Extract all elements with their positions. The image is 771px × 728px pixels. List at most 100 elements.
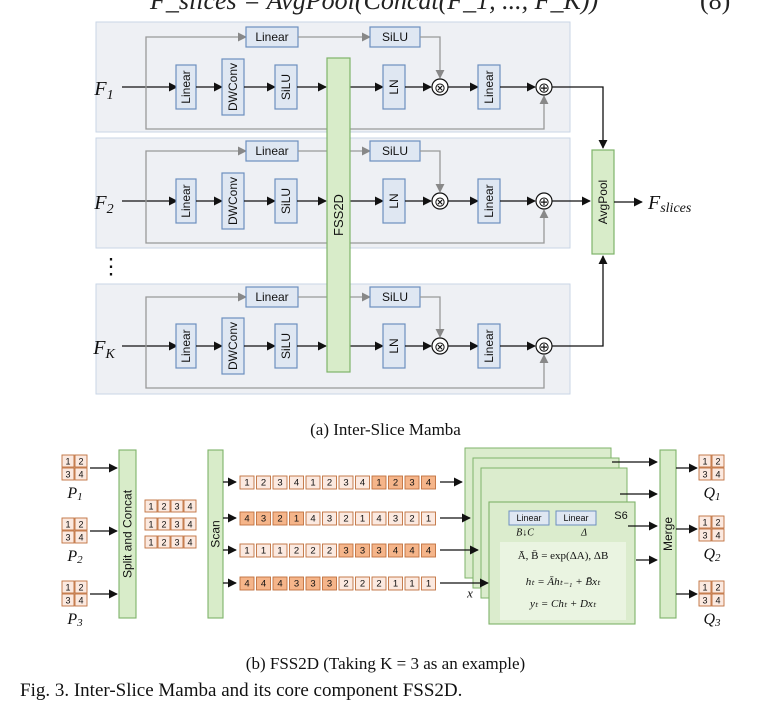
- sequence-cell: [404, 511, 420, 526]
- silu-top-block-label: SiLU: [382, 30, 408, 44]
- input-patch-label: P2: [66, 548, 83, 567]
- row-ellipsis: ⋮: [100, 254, 122, 279]
- s6-bc-label: B↓C: [516, 528, 534, 539]
- slice-input-label: FK: [92, 337, 115, 362]
- sequence-cell-value: 2: [376, 579, 381, 590]
- sequence-cell: [256, 511, 271, 526]
- gate-to-mul: [420, 296, 445, 338]
- concat-cell: [144, 535, 158, 549]
- linear-top-block-label: Linear: [255, 144, 288, 158]
- sequence-cell: [404, 543, 420, 558]
- sequence-cell-value: 1: [261, 546, 266, 557]
- sequence-cell: [305, 511, 321, 526]
- gate-to-mul: [420, 150, 445, 193]
- sequence-cell: [322, 475, 337, 490]
- sequence-cell: [256, 543, 271, 558]
- sequence-cell: [388, 576, 403, 591]
- add-op-symbol: ⊕: [538, 80, 550, 96]
- sequence-cell-value: 2: [360, 579, 365, 590]
- sequence-cell-value: 2: [327, 546, 332, 557]
- grid-cell: [61, 454, 75, 468]
- multiply-op-symbol: ⊗: [434, 339, 446, 355]
- grid-cell: [711, 593, 725, 607]
- slice-input-label: F2: [93, 192, 113, 217]
- top-equation: F_slices = AvgPool(Concat(F_1, ..., F_K)…: [150, 0, 599, 15]
- figure-caption: Fig. 3. Inter-Slice Mamba and its core c…: [20, 680, 463, 701]
- add-op-symbol: ⊕: [538, 339, 550, 355]
- sequence-cell: [256, 475, 271, 490]
- sequence-cell: [305, 576, 321, 591]
- grid-cell: [74, 467, 88, 481]
- sequence-cell: [239, 511, 255, 526]
- concat-cell: [157, 535, 171, 549]
- gate-path: [145, 292, 247, 346]
- sequence-cell: [388, 543, 403, 558]
- concat-cell: [183, 517, 197, 531]
- sequence-cell-value: 1: [393, 579, 398, 590]
- grid-cell-value: 3: [65, 533, 70, 543]
- concat-cell: [170, 517, 184, 531]
- sequence-cell-value: 4: [244, 579, 249, 590]
- scan-label: Scan: [209, 520, 223, 547]
- sequence-cell-value: 2: [343, 514, 348, 525]
- rowk-to-avgpool: [552, 255, 608, 347]
- sequence-cell-value: 2: [393, 478, 398, 489]
- concat-cell-value: 4: [187, 538, 192, 548]
- fss2d-label: FSS2D: [331, 194, 346, 236]
- sequence-cell-value: 3: [261, 514, 266, 525]
- silu-block-label: SiLU: [279, 188, 293, 214]
- row1-to-avgpool: [552, 86, 608, 149]
- grid-cell-value: 4: [78, 470, 83, 480]
- silu-top-block-label: SiLU: [382, 290, 408, 304]
- s6-linear-1: [508, 510, 550, 526]
- sequence-cell: [338, 511, 354, 526]
- grid-cell: [698, 593, 712, 607]
- sequence-cell-value: 2: [343, 579, 348, 590]
- sequence-cell: [355, 511, 370, 526]
- sequence-cell: [371, 543, 387, 558]
- grid-cell: [74, 517, 88, 531]
- sequence-cell-value: 2: [277, 514, 282, 525]
- concat-cell: [157, 499, 171, 513]
- sequence-cell-value: 2: [261, 478, 266, 489]
- sequence-cell: [371, 511, 387, 526]
- merge-block: [659, 449, 677, 619]
- grid-cell: [711, 515, 725, 529]
- linear-top-block-label: Linear: [255, 290, 288, 304]
- sequence-cell-value: 1: [244, 546, 249, 557]
- grid-cell-value: 1: [702, 457, 707, 467]
- sequence-cell: [338, 543, 354, 558]
- grid-cell: [61, 517, 75, 531]
- output-label: Fslices: [647, 192, 692, 216]
- multiply-op-symbol: ⊗: [434, 80, 446, 96]
- grid-cell: [711, 528, 725, 542]
- dwconv-block-label: DWConv: [226, 177, 240, 225]
- grid-cell: [698, 515, 712, 529]
- sequence-cell: [421, 543, 436, 558]
- grid-cell-value: 2: [78, 457, 83, 467]
- scan-block: [207, 449, 224, 619]
- sequence-cell-value: 2: [409, 514, 414, 525]
- sequence-cell-value: 4: [261, 579, 266, 590]
- sequence-cell-value: 1: [294, 514, 299, 525]
- caption-a: (a) Inter-Slice Mamba: [310, 420, 461, 439]
- sequence-cell-value: 1: [376, 478, 381, 489]
- fss2d-block: [326, 57, 351, 373]
- grid-cell-value: 4: [715, 531, 720, 541]
- concat-cell-value: 1: [148, 520, 153, 530]
- multiply-op-symbol: ⊗: [434, 194, 446, 210]
- sequence-cell-value: 1: [277, 546, 282, 557]
- grid-cell: [711, 580, 725, 594]
- grid-cell-value: 3: [702, 531, 707, 541]
- grid-cell: [74, 530, 88, 544]
- sequence-cell-value: 2: [294, 546, 299, 557]
